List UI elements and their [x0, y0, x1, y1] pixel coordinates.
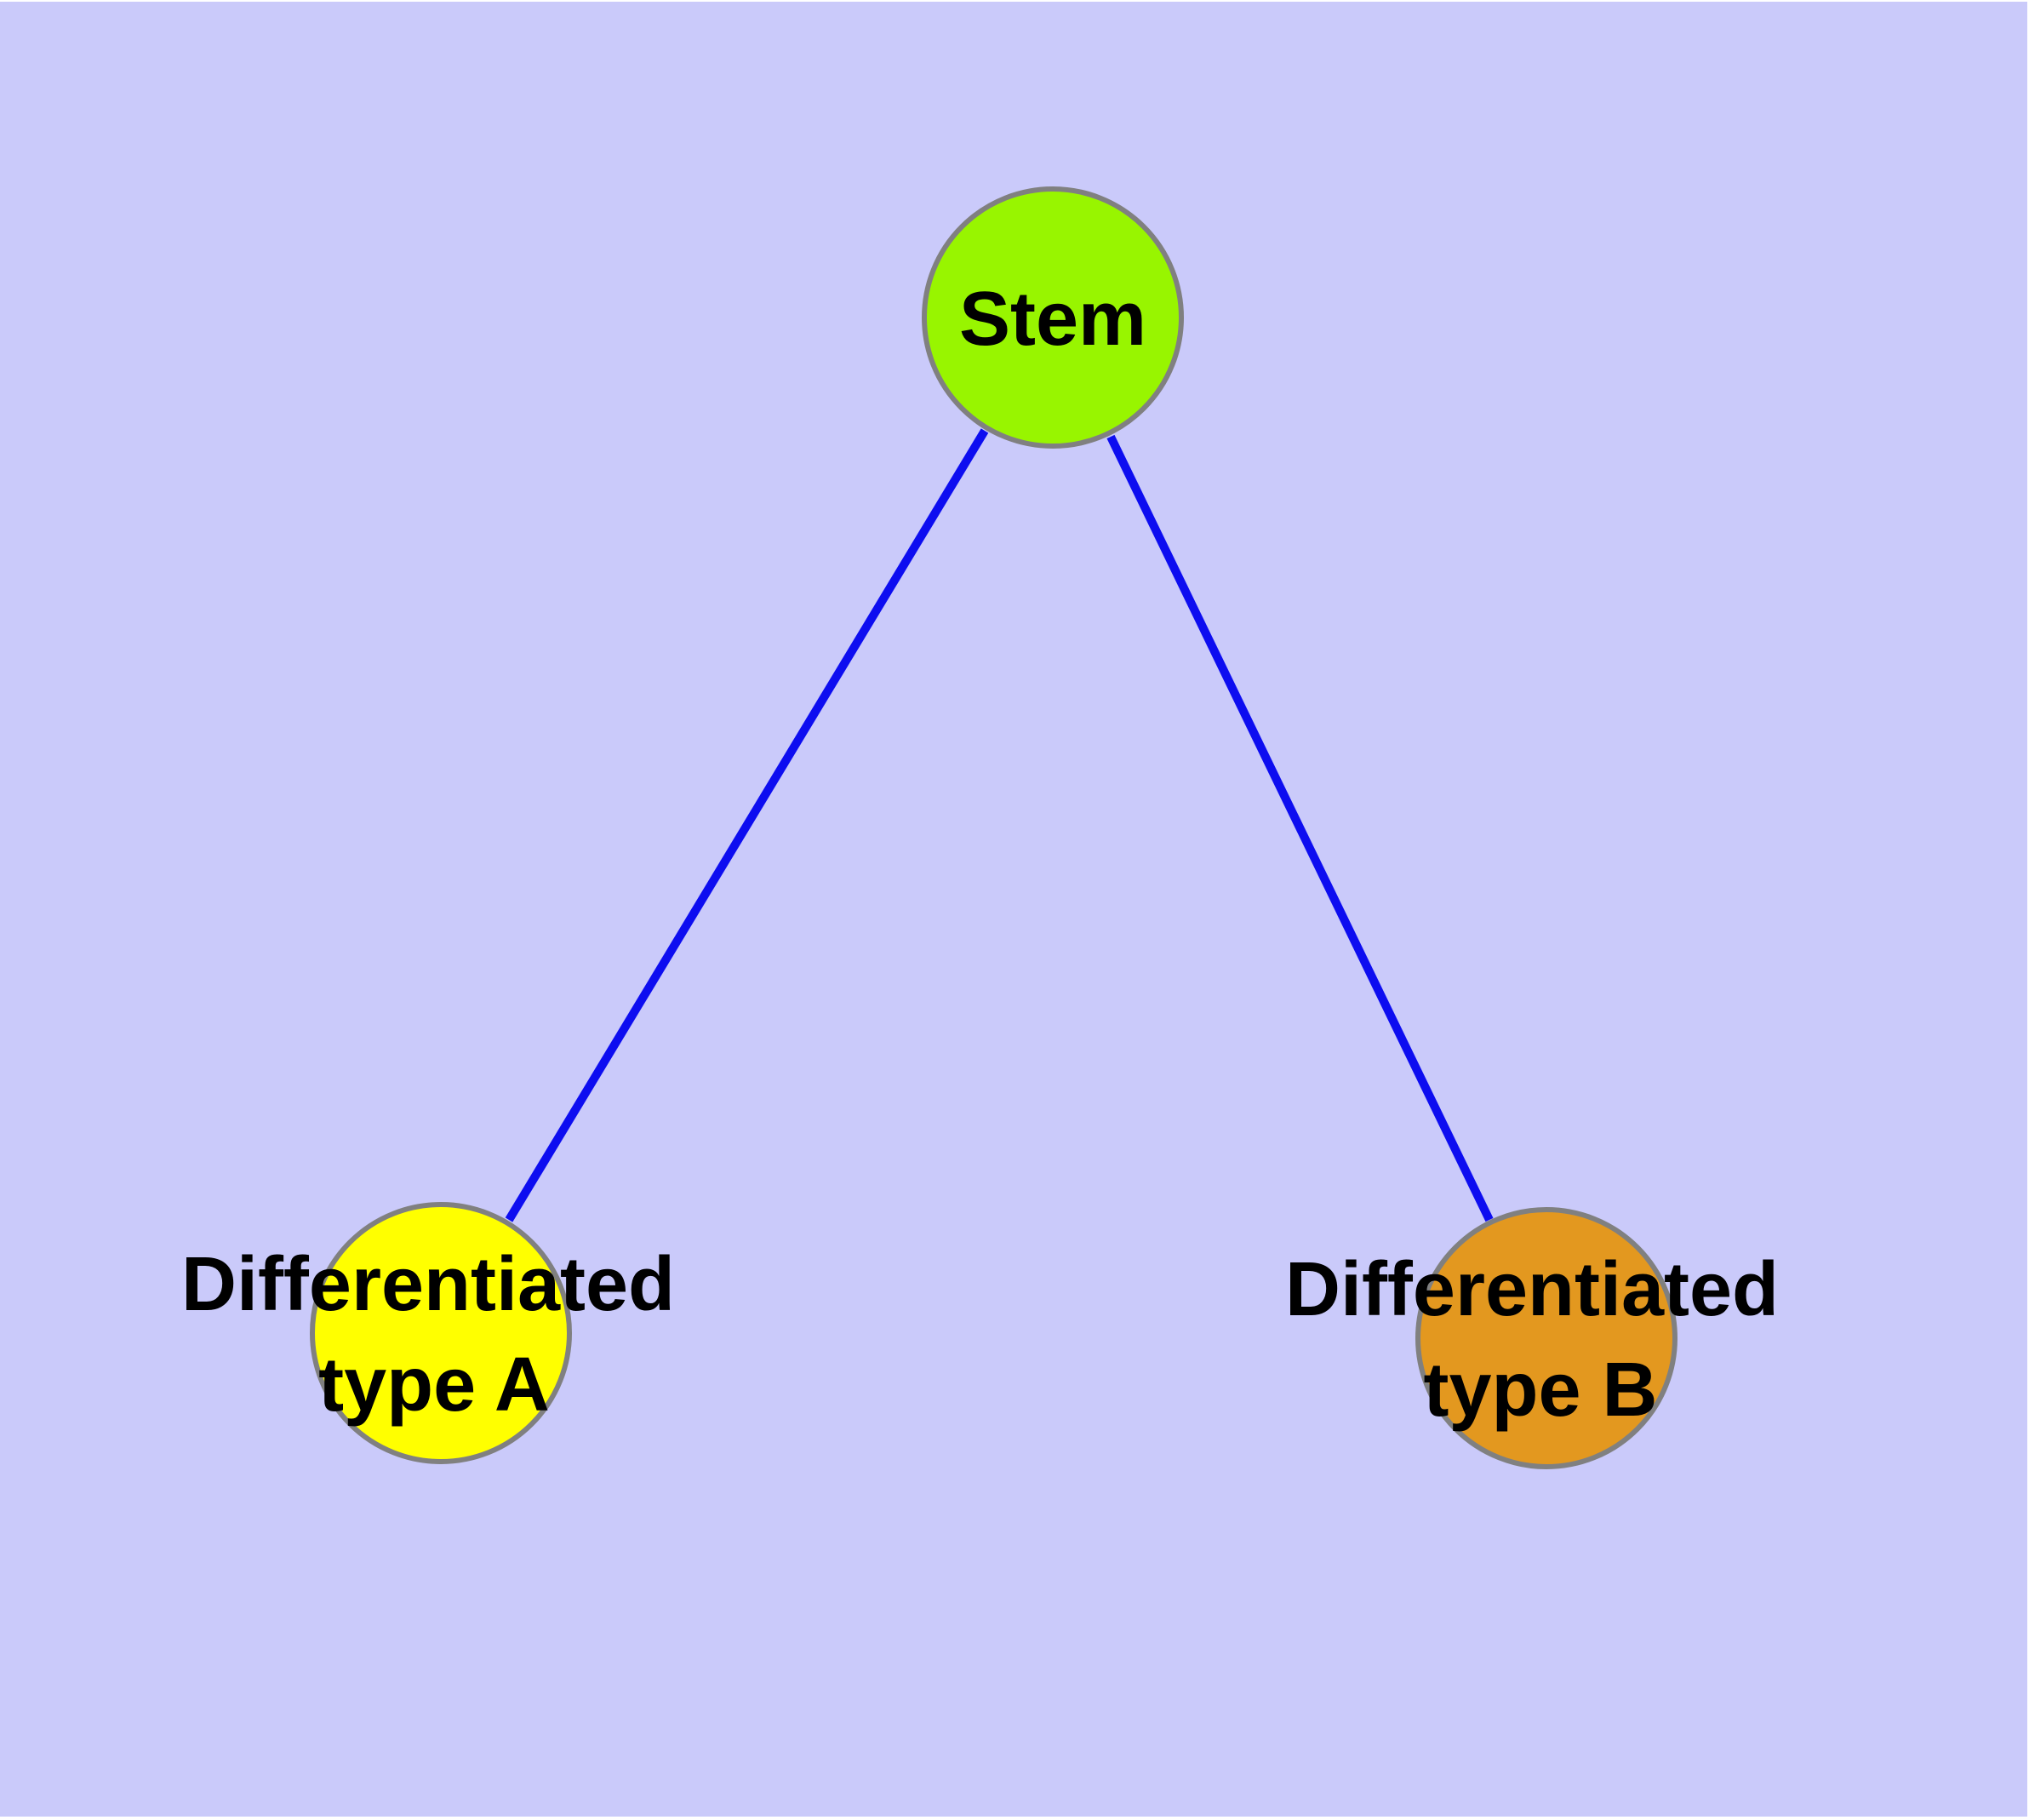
node-type-b-label-line2: type B [1423, 1348, 1657, 1433]
node-type-a-label-line2: type A [318, 1342, 550, 1428]
node-type-b-circle [1415, 1207, 1677, 1469]
edge-stem-to-type-a [505, 428, 989, 1222]
node-stem-label: Stem [959, 277, 1146, 362]
node-type-a-label-line1: Differentiated [181, 1242, 675, 1327]
node-stem-circle [922, 186, 1184, 449]
node-type-b-label-line1: Differentiated [1285, 1247, 1779, 1332]
node-type-a-circle [310, 1202, 572, 1464]
edge-stem-to-type-b [1106, 434, 1494, 1222]
